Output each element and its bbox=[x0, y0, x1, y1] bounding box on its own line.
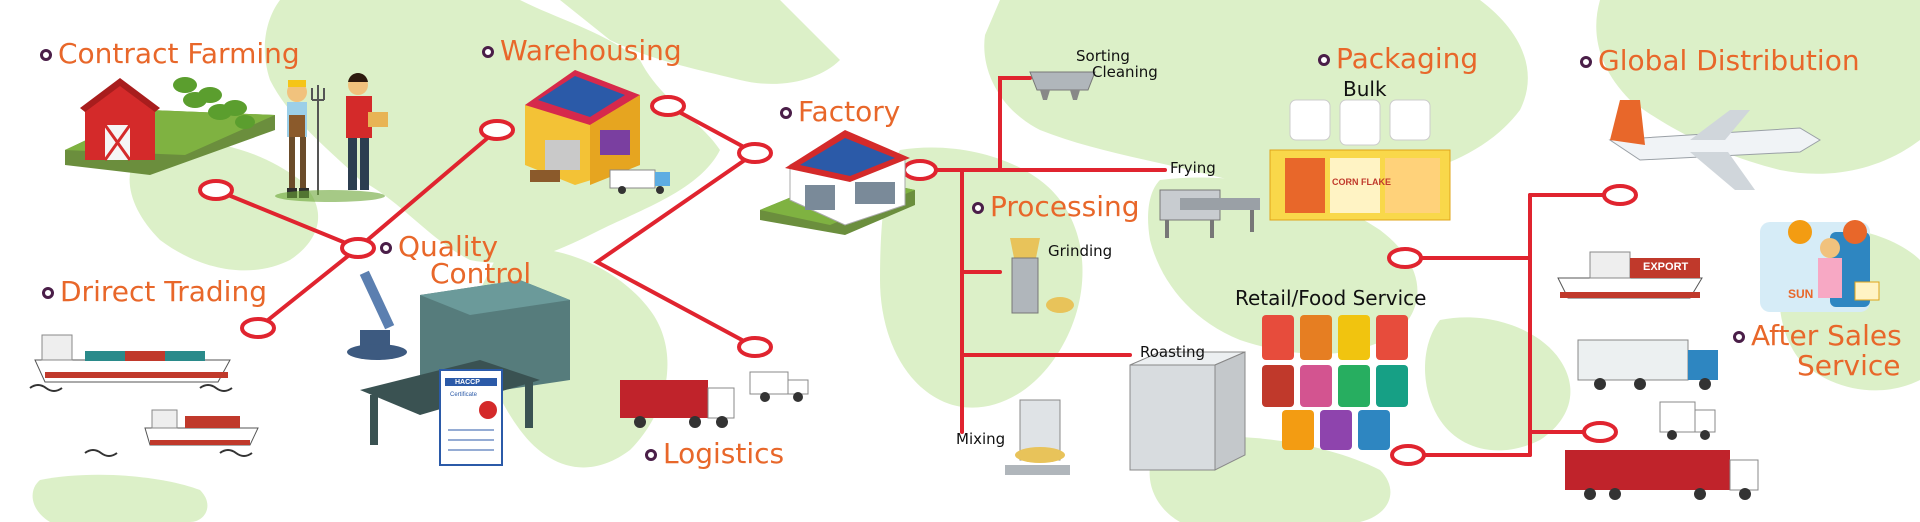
node-dist-plane bbox=[1602, 184, 1638, 206]
service-text: Service bbox=[1797, 349, 1901, 382]
processing-text: Processing bbox=[990, 190, 1140, 223]
node-factory-out bbox=[902, 159, 938, 181]
label-packaging: Packaging bbox=[1318, 45, 1478, 73]
corn-flake-pack-label: CORN FLAKE bbox=[1332, 177, 1391, 187]
label-logistics: Logistics bbox=[645, 440, 784, 468]
export-container bbox=[1630, 258, 1700, 278]
label-bulk: Bulk bbox=[1343, 77, 1387, 101]
direct-trading-text: Drirect Trading bbox=[60, 275, 267, 308]
contract-farming-text: Contract Farming bbox=[58, 37, 300, 70]
node-warehouse bbox=[479, 119, 515, 141]
after-sales-text: After Sales bbox=[1751, 319, 1902, 352]
line-sorting bbox=[998, 76, 1032, 172]
label-direct-trading: Drirect Trading bbox=[42, 278, 267, 306]
after-sales-illustration bbox=[1760, 220, 1880, 312]
node-logistics bbox=[737, 336, 773, 358]
packaging-text: Packaging bbox=[1336, 42, 1479, 75]
node-factory-in bbox=[737, 142, 773, 164]
bullet-dot-icon bbox=[780, 107, 792, 119]
factory-illustration bbox=[760, 130, 915, 235]
label-quality-control: Quality bbox=[380, 233, 498, 261]
label-contract-farming: Contract Farming bbox=[40, 40, 300, 68]
export-badge: EXPORT bbox=[1643, 261, 1689, 273]
logistics-illustration bbox=[620, 371, 809, 428]
label-cleaning: Cleaning bbox=[1092, 63, 1158, 81]
bullet-dot-icon bbox=[645, 449, 657, 461]
bullet-dot-icon bbox=[40, 49, 52, 61]
label-after-sales-2: Service bbox=[1797, 352, 1900, 380]
connection-lines bbox=[214, 76, 1622, 457]
quality-text: Quality bbox=[398, 230, 499, 263]
processing-illustration bbox=[1005, 71, 1260, 475]
world-map bbox=[32, 0, 1920, 522]
distribution-illustration bbox=[1557, 100, 1821, 500]
label-processing: Processing bbox=[972, 193, 1140, 221]
farm-illustration bbox=[65, 73, 388, 202]
haccp-badge: HACCP bbox=[455, 379, 480, 386]
line-warehouse-factory bbox=[666, 104, 757, 155]
node-dist-truck bbox=[1582, 421, 1618, 443]
label-factory: Factory bbox=[780, 98, 900, 126]
line-factory-logistics bbox=[593, 151, 757, 349]
node-trading bbox=[240, 317, 276, 339]
packaging-illustration bbox=[1262, 99, 1451, 450]
control-text: Control bbox=[430, 257, 532, 290]
node-qc bbox=[340, 237, 376, 259]
factory-text: Factory bbox=[798, 95, 901, 128]
warehousing-text: Warehousing bbox=[500, 34, 682, 67]
label-roasting: Roasting bbox=[1140, 343, 1206, 361]
global-distribution-text: Global Distribution bbox=[1598, 44, 1860, 77]
label-warehousing: Warehousing bbox=[482, 37, 682, 65]
bullet-dot-icon bbox=[42, 287, 54, 299]
bullet-dot-icon bbox=[380, 242, 392, 254]
bullet-dot-icon bbox=[972, 202, 984, 214]
brand-logo-text: SUN bbox=[1788, 287, 1814, 301]
node-dist-ship bbox=[1387, 247, 1423, 269]
bullet-dot-icon bbox=[1580, 56, 1592, 68]
bullet-dot-icon bbox=[1733, 331, 1745, 343]
label-after-sales: After Sales bbox=[1733, 322, 1902, 350]
retail-packs bbox=[1262, 315, 1408, 450]
line-farming-qc bbox=[214, 188, 360, 250]
ships-illustration bbox=[29, 334, 259, 457]
label-grinding: Grinding bbox=[1048, 242, 1113, 260]
certificate-text: Certificate bbox=[450, 392, 478, 398]
node-dist-container bbox=[1390, 444, 1426, 466]
logistics-text: Logistics bbox=[663, 437, 785, 470]
label-quality-control-2: Control bbox=[430, 260, 531, 288]
label-mixing: Mixing bbox=[956, 430, 1006, 448]
quality-control-illustration bbox=[347, 270, 570, 466]
label-sorting: Sorting bbox=[1076, 47, 1130, 65]
node-warehouse-out bbox=[650, 95, 686, 117]
warehouse-illustration bbox=[525, 70, 670, 194]
bullet-dot-icon bbox=[482, 46, 494, 58]
label-retail-food-service: Retail/Food Service bbox=[1235, 286, 1427, 310]
node-farming bbox=[198, 179, 234, 201]
label-global-distribution: Global Distribution bbox=[1580, 47, 1860, 75]
nodes bbox=[198, 95, 1638, 466]
bullet-dot-icon bbox=[1318, 54, 1330, 66]
label-frying: Frying bbox=[1170, 159, 1216, 177]
